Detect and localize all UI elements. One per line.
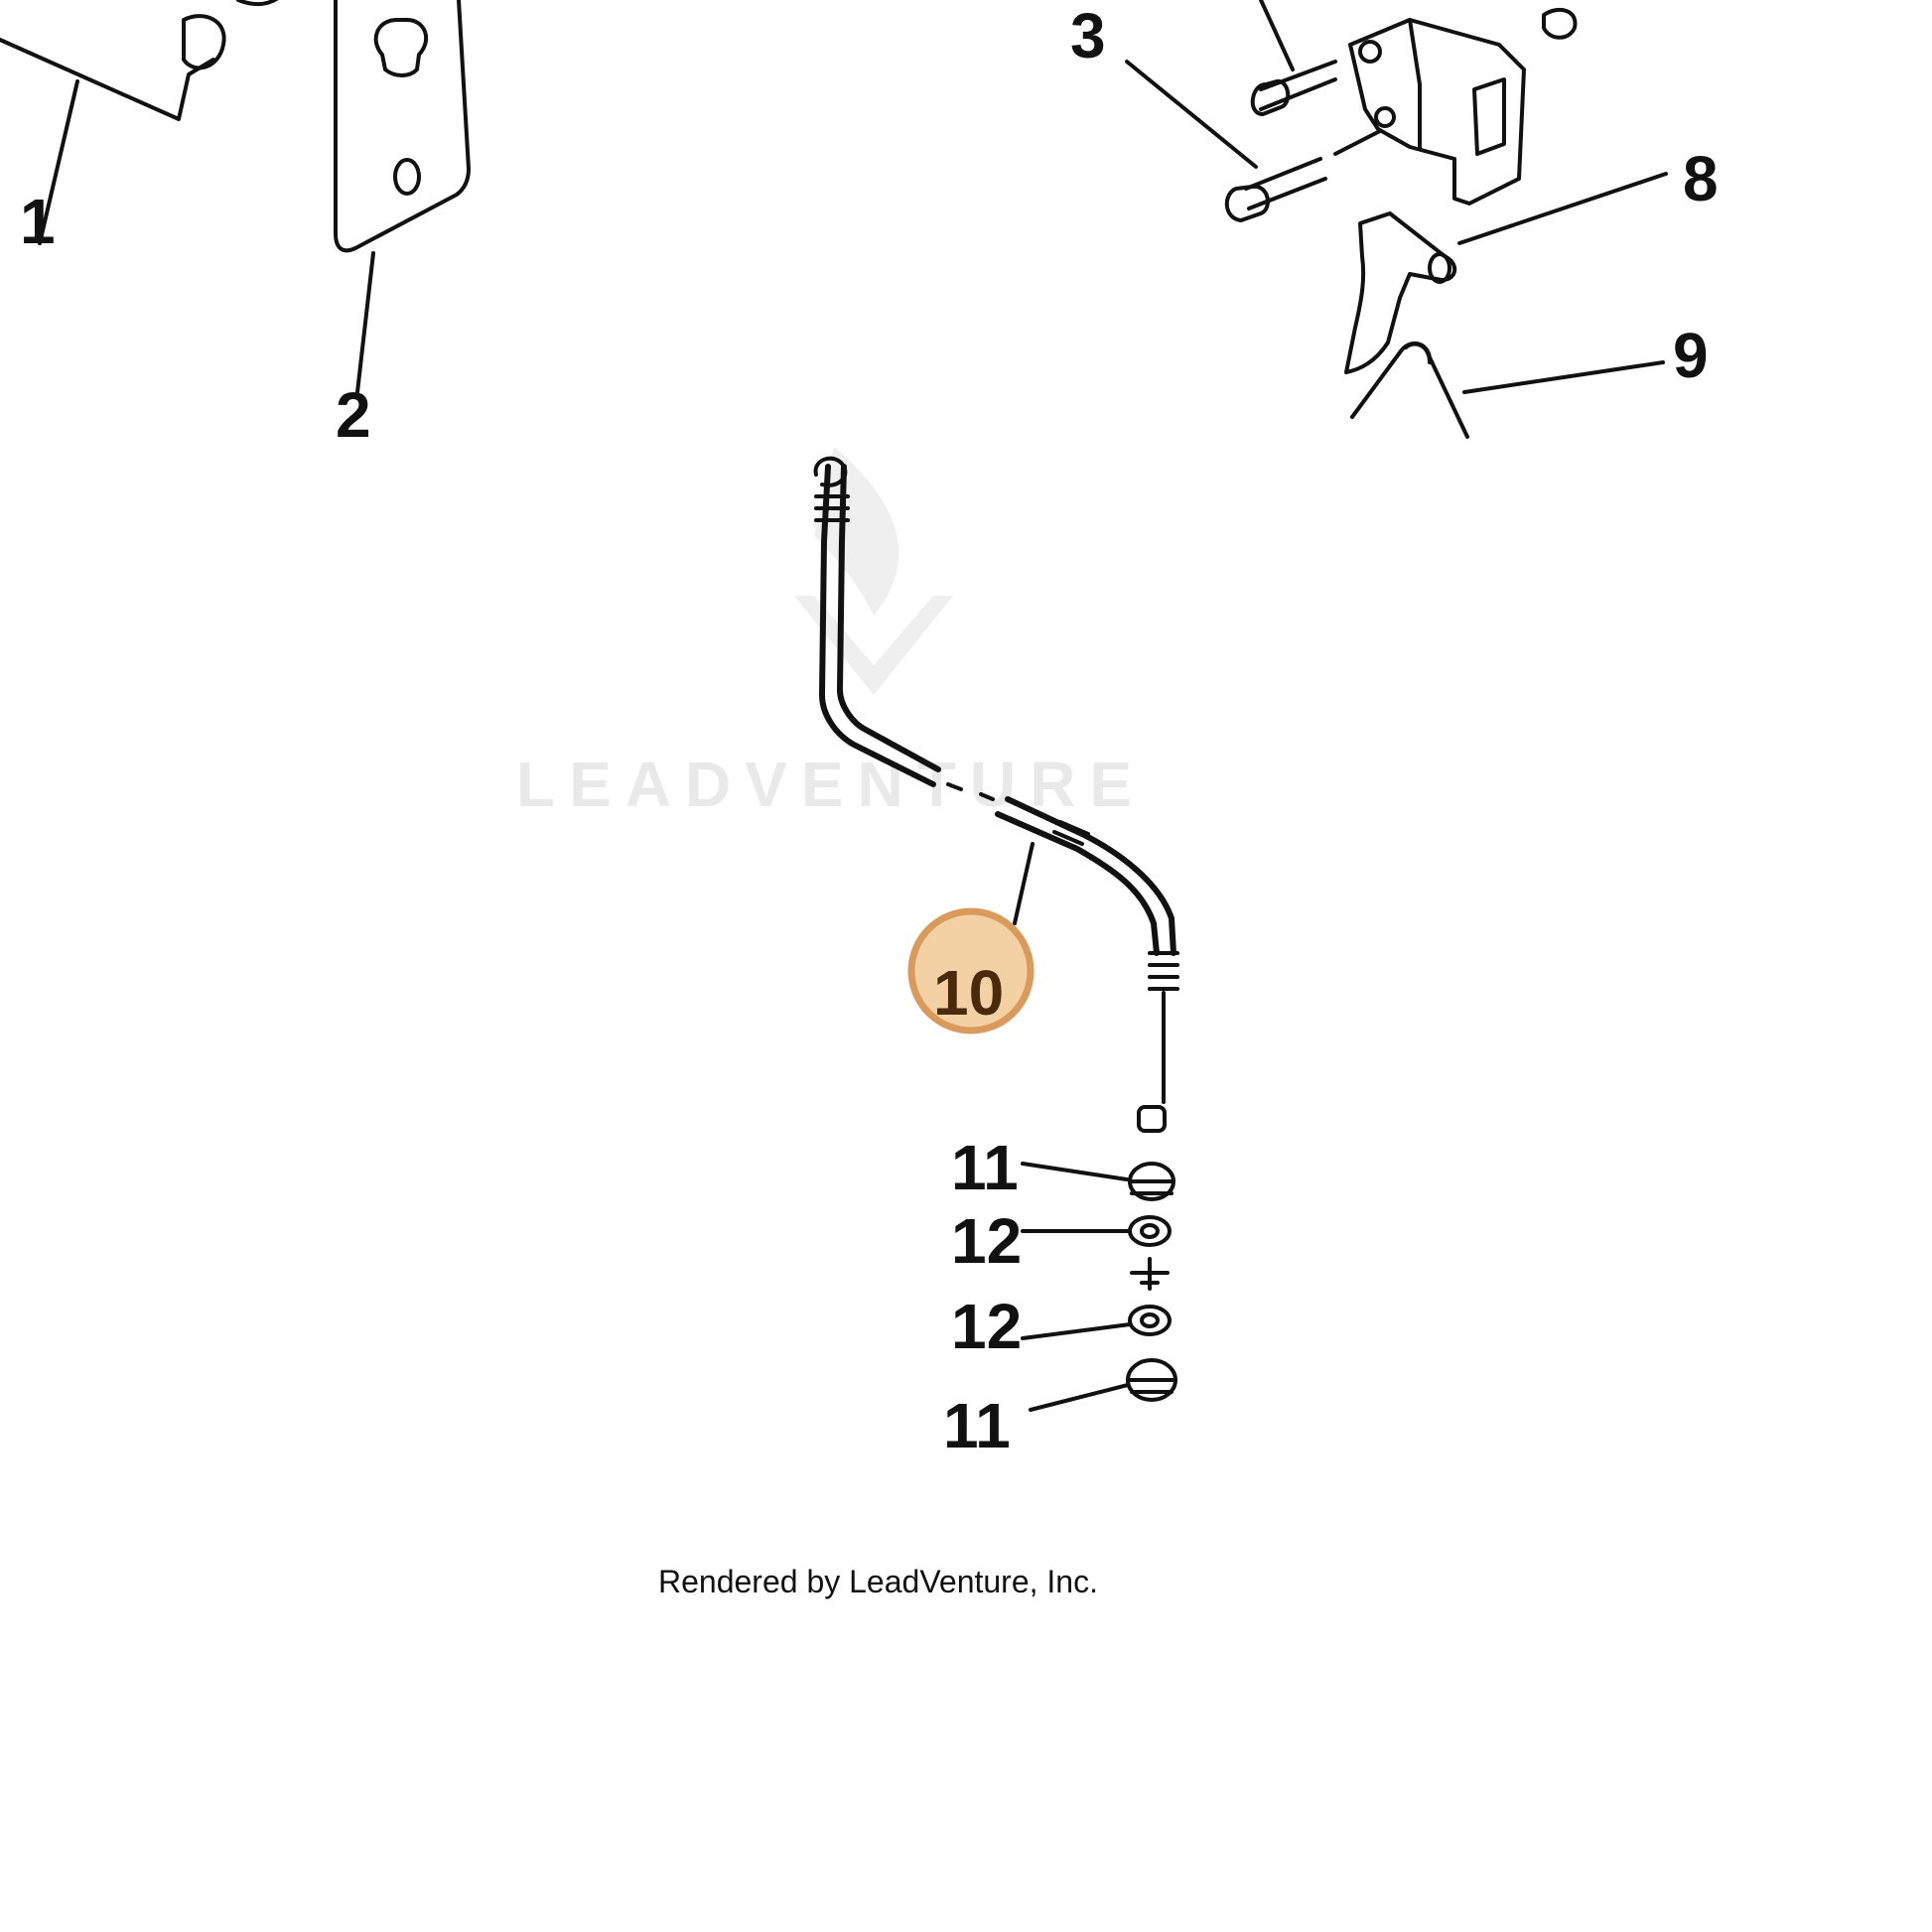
part-11-12-hardware [1021, 1162, 1177, 1412]
callout-2[interactable]: 2 [336, 379, 371, 451]
callout-9[interactable]: 9 [1673, 320, 1709, 391]
callout-11-lower[interactable]: 11 [943, 1390, 1011, 1461]
part-8-lever [1344, 172, 1668, 374]
watermark-logo-icon [794, 447, 953, 695]
watermark: LEADVENTURE [516, 447, 1146, 820]
callout-11-upper[interactable]: 11 [951, 1132, 1019, 1203]
callout-10[interactable]: 10 [933, 957, 1004, 1029]
callout-3[interactable]: 3 [1070, 0, 1106, 71]
credit-text: Rendered by LeadVenture, Inc. [658, 1564, 1098, 1599]
part-10-rod [813, 456, 1179, 1133]
watermark-text: LEADVENTURE [516, 749, 1146, 820]
callout-8[interactable]: 8 [1683, 143, 1719, 214]
part-3-bolts-and-module [1125, 0, 1578, 222]
part-9-spring [1350, 342, 1665, 439]
callout-12-upper[interactable]: 12 [951, 1205, 1022, 1277]
part-2-plate [334, 0, 471, 394]
part-10-highlight [907, 907, 1035, 1035]
callout-12-lower[interactable]: 12 [951, 1291, 1022, 1362]
callout-1[interactable]: 1 [20, 186, 56, 257]
part-1-panel [0, 0, 279, 245]
